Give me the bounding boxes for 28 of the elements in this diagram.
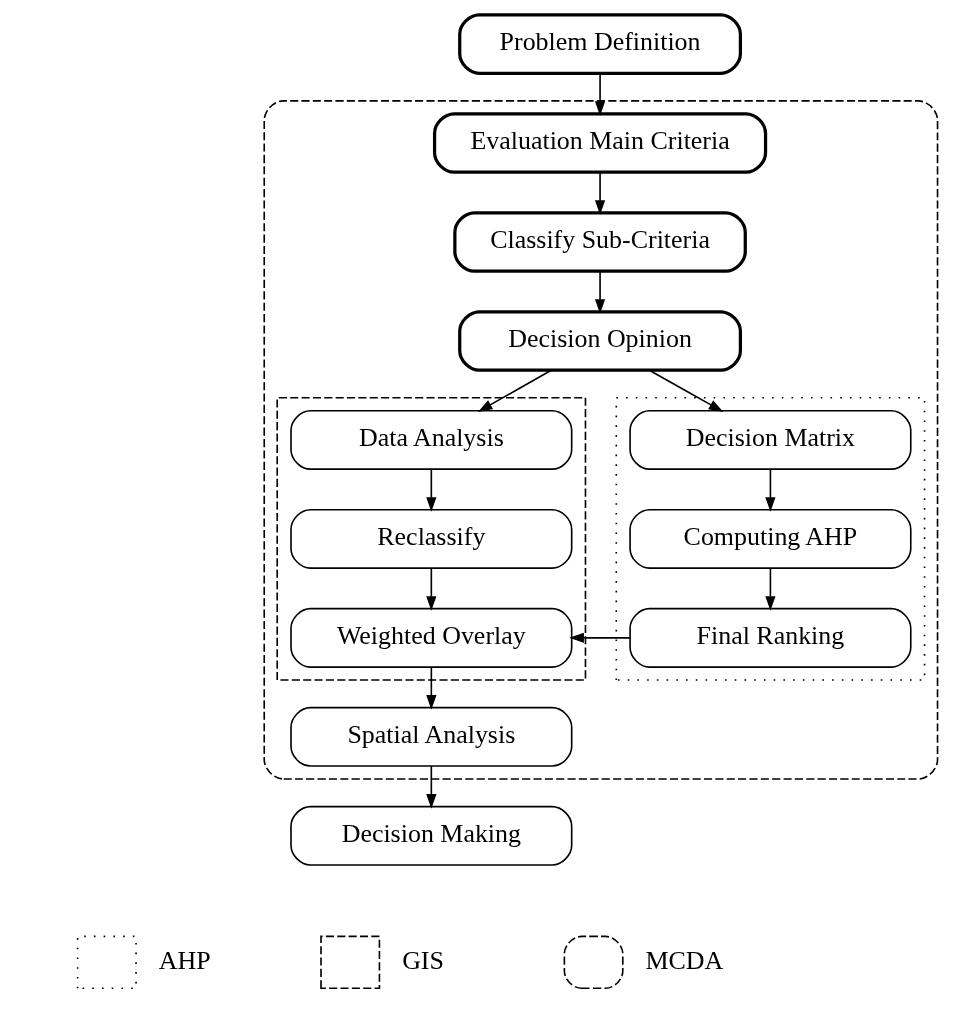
cluster [615,396,926,681]
node-box: Evaluation Main Criteria [432,112,768,174]
node-box: Final Ranking [629,607,912,668]
arrow [477,369,553,412]
legend-label: GIS [402,945,444,975]
arrow [765,567,776,611]
node-box: Data Analysis [290,409,573,470]
arrow [648,369,724,412]
arrow [426,567,437,611]
node-box: Problem Definition [458,13,743,75]
arrow [765,468,776,512]
legend-label: AHP [158,945,211,975]
arrow [426,666,437,710]
node-box: Classify Sub-Criteria [453,211,747,273]
legend-label: MCDA [645,945,724,975]
arrow [594,171,606,215]
arrow [426,765,437,809]
node-box: Decision Matrix [629,409,912,470]
arrow [594,72,606,116]
arrow [569,632,631,643]
node-box: Decision Opinion [458,310,743,372]
node-box: Reclassify [290,508,573,569]
node-box: Decision Making [290,805,573,866]
node-box: Computing AHP [629,508,912,569]
arrow [594,270,606,314]
node-box: Weighted Overlay [290,607,573,668]
node-box: Spatial Analysis [290,706,573,767]
arrow [426,468,437,512]
